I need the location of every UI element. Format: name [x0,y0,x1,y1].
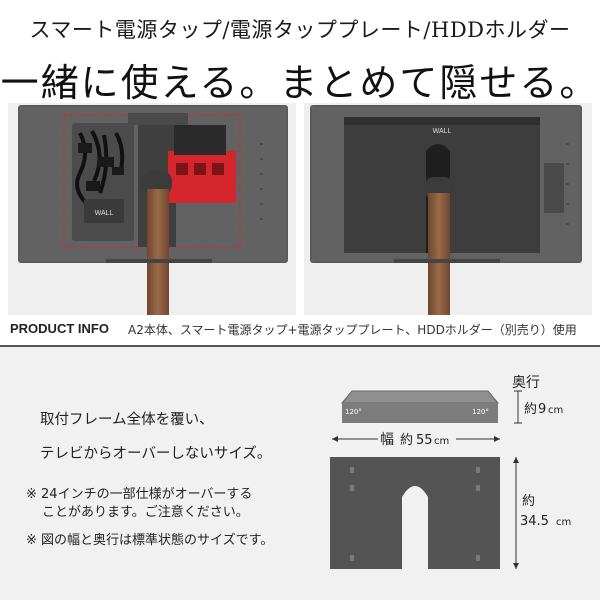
width-value: 55 [416,433,433,448]
description-line-1: 取付フレーム全体を覆い、 [40,412,214,428]
depth-prefix: 約 [524,402,537,417]
width-unit: cm [434,436,449,447]
depth-unit: cm [548,405,563,416]
width-prefix: 約 [400,433,413,448]
width-label: 幅 [380,432,394,448]
angle-left-label: 120° [345,408,362,416]
section-divider [0,345,600,347]
height-value: 34.5 [520,514,549,529]
height-unit: cm [556,517,571,528]
product-info-text: A2本体、スマート電源タップ+電源タッププレート、HDDホルダー（別売り）使用 [128,323,577,337]
depth-value: 9 [538,402,546,417]
cover-front-view [330,457,500,569]
note-24inch: ※ 24インチの一部仕様がオーバーする [26,487,253,502]
header-subtitle: スマート電源タップ/電源タッププレート/HDDホルダー [29,18,571,42]
photo-cover-installed: WALL [304,103,592,315]
cover-top-view: 120° 120° [340,390,500,423]
note-dimensions: ※ 図の幅と奥行は標準状態のサイズです。 [26,533,274,548]
angle-right-label: 120° [472,408,489,416]
wall-logo-right: WALL [433,128,452,135]
header-title: 一緒に使える。まとめて隠せる。 [0,61,600,105]
cover-dimension-diagram: 120° 120° 奥行 約 9 cm 幅 約 55 cm 約 34.5 cm [330,374,571,569]
product-info-label: PRODUCT INFO [10,321,109,336]
description-line-2: テレビからオーバーしないサイズ。 [40,446,272,462]
wall-logo-left: WALL [95,210,114,217]
depth-label: 奥行 [512,374,540,391]
note-24inch-cont: ことがあります。ご注意ください。 [42,505,249,520]
photo-accessories-mounted: WALL [8,103,296,315]
height-prefix: 約 [522,494,535,509]
